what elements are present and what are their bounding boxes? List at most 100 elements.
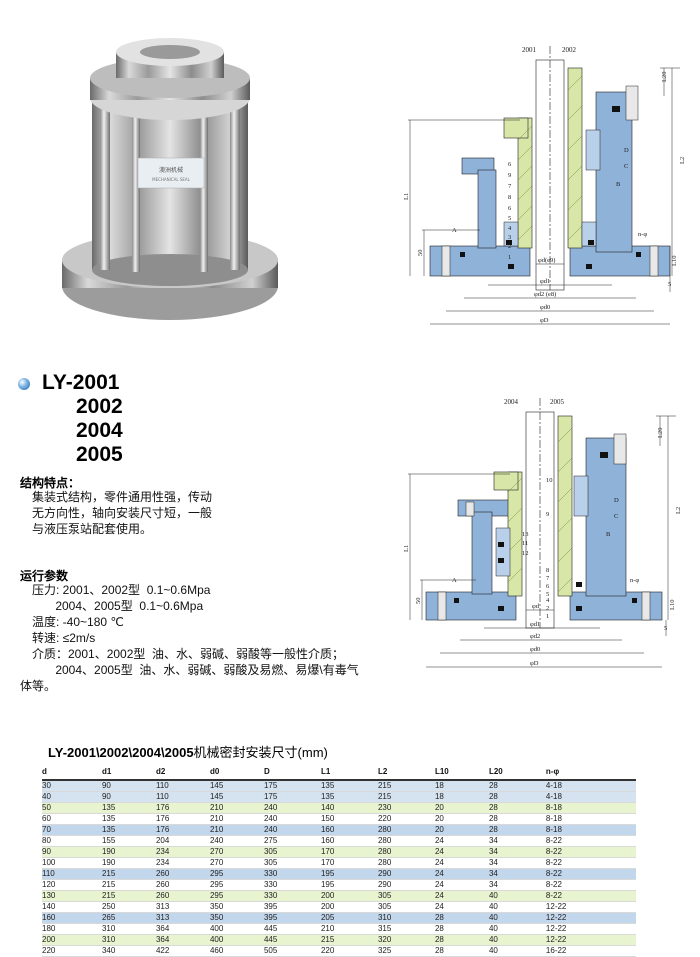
table-cell: 135 — [320, 780, 378, 792]
dim-L20: L20 — [661, 72, 668, 82]
part-8: 8 — [546, 567, 549, 574]
table-cell: 260 — [155, 868, 210, 880]
table-cell: 175 — [263, 780, 321, 792]
dim-50: 50 — [417, 250, 424, 257]
dim-phi-d: φd(e9) — [538, 257, 555, 264]
table-cell: 280 — [377, 846, 435, 858]
table-cell: 24 — [434, 879, 489, 891]
table-cell: 24 — [434, 890, 489, 902]
part-13: 13 — [522, 531, 529, 538]
table-cell: 34 — [488, 868, 546, 880]
table-cell: 395 — [263, 901, 321, 913]
table-cell: 28 — [434, 934, 489, 946]
features-heading: 结构特点： — [20, 476, 81, 490]
dim-phi-D: φD — [540, 317, 549, 324]
table-cell: 210 — [209, 813, 264, 825]
part-9: 9 — [508, 172, 511, 179]
table-cell: 305 — [377, 901, 435, 913]
table-cell: 28 — [488, 802, 546, 814]
part-7: 7 — [546, 575, 550, 582]
param-pressure-2: 2004、2005型 0.1~0.6Mpa — [32, 599, 204, 613]
product-photo: 澳洲机械 MECHANICAL SEAL — [62, 38, 278, 320]
table-cell: 40 — [488, 945, 546, 957]
table-cell: 313 — [155, 912, 210, 924]
table-cell: 20 — [434, 824, 489, 836]
param-pressure-1: 压力: 2001、2002型 0.1~0.6Mpa — [32, 583, 211, 597]
table-cell: 260 — [155, 879, 210, 891]
part-6a: 6 — [508, 161, 512, 168]
table-cell: 205 — [320, 912, 378, 924]
table-cell: 12-22 — [545, 901, 636, 913]
table-cell: 215 — [320, 934, 378, 946]
table-cell: 315 — [377, 923, 435, 935]
table-cell: 190 — [101, 846, 156, 858]
table-cell: 200 — [320, 901, 378, 913]
table-cell: 200 — [320, 890, 378, 902]
table-cell: 100 — [42, 857, 102, 869]
table-cell: 20 — [434, 813, 489, 825]
table-cell: 364 — [155, 934, 210, 946]
part-4: 4 — [546, 597, 550, 604]
nameplate-line-2: MECHANICAL SEAL — [152, 177, 191, 182]
table-cell: 445 — [263, 934, 321, 946]
table-cell: 135 — [101, 824, 156, 836]
column-header-8: L20 — [488, 763, 546, 781]
table-cell: 180 — [42, 923, 102, 935]
part-2: 2 — [546, 605, 549, 612]
part-9: 9 — [546, 511, 549, 518]
part-11: 11 — [522, 540, 528, 547]
port-A: A — [452, 227, 457, 234]
table-cell: 265 — [101, 912, 156, 924]
table-cell: 400 — [209, 934, 264, 946]
table-cell: 90 — [101, 791, 156, 803]
part-12: 12 — [522, 550, 529, 557]
features-text: 集装式结构，零件通用性强，传动无方向性，轴向安装尺寸短，一般与液压泵站配套使用。 — [32, 489, 212, 537]
table-cell: 8-18 — [545, 813, 636, 825]
table-cell: 8-22 — [545, 879, 636, 891]
dim-phi-d2: φd2 — [530, 633, 540, 640]
table-cell: 110 — [42, 868, 102, 880]
dim-n-phi: n-φ — [638, 231, 647, 238]
table-cell: 240 — [263, 824, 321, 836]
part-1: 1 — [546, 613, 549, 620]
table-cell: 280 — [377, 835, 435, 847]
seal-drawing-2001-2002: 2001 2002 — [403, 46, 686, 325]
table-cell: 270 — [209, 846, 264, 858]
column-header-4: D — [263, 763, 321, 781]
table-cell: 240 — [209, 835, 264, 847]
table-cell: 190 — [101, 857, 156, 869]
dim-L2: L2 — [675, 507, 682, 514]
port-A: A — [452, 577, 457, 584]
table-cell: 295 — [209, 868, 264, 880]
features-line-1: 集装式结构，零件通用性强，传动 — [32, 490, 213, 504]
part-10: 10 — [546, 477, 553, 484]
table-cell: 34 — [488, 879, 546, 891]
table-cell: 30 — [42, 780, 102, 792]
table-cell: 160 — [42, 912, 102, 924]
param-temperature: 温度: -40~180 ℃ — [32, 615, 124, 629]
column-header-1: d1 — [101, 763, 156, 781]
column-header-9: n-φ — [545, 763, 636, 781]
dim-5: 5 — [668, 281, 671, 288]
dim-phi-D: φD — [530, 660, 539, 667]
table-cell: 140 — [42, 901, 102, 913]
table-cell: 28 — [434, 912, 489, 924]
model-2005: 2005 — [76, 443, 123, 466]
table-cell: 28 — [434, 923, 489, 935]
table-cell: 4-18 — [545, 791, 636, 803]
dim-phi-d2: φd2 (e8) — [534, 291, 556, 298]
dim-phi-d0: φd0 — [530, 646, 540, 653]
table-cell: 215 — [101, 879, 156, 891]
model-ly-2001: LY-2001 — [42, 371, 120, 394]
table-cell: 120 — [42, 879, 102, 891]
part-3: 3 — [508, 234, 511, 241]
dim-5: 5 — [664, 625, 667, 632]
table-cell: 204 — [155, 835, 210, 847]
column-header-3: d0 — [209, 763, 264, 781]
